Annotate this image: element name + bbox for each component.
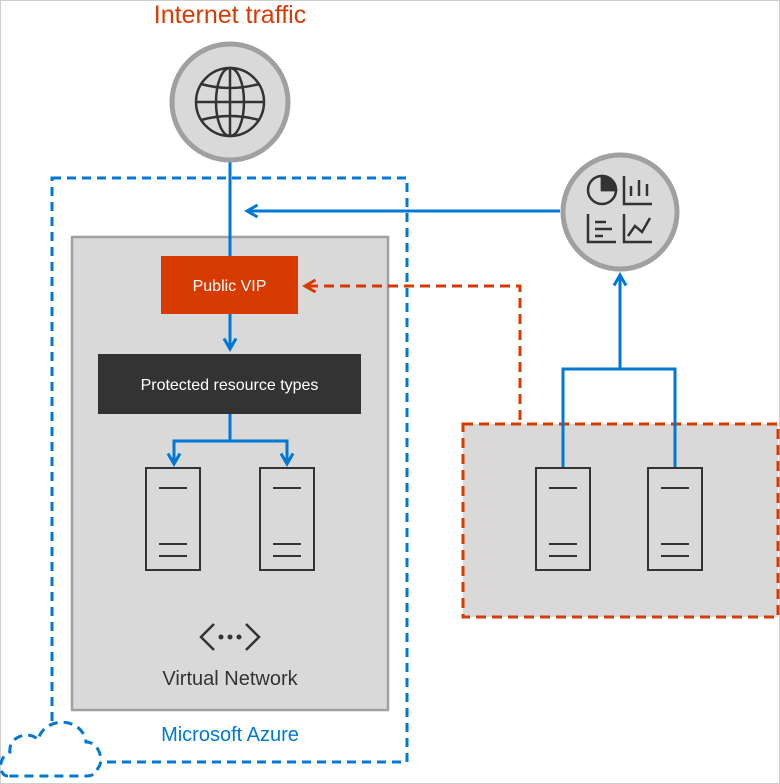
server-icon xyxy=(647,467,703,571)
protected-resources-box xyxy=(98,354,361,414)
protected-resources-label: Protected resource types xyxy=(141,377,319,394)
resources-to-server-right-arrow xyxy=(230,439,295,468)
virtual-network-label: Virtual Network xyxy=(162,668,298,690)
globe-icon xyxy=(194,66,266,138)
network-icon xyxy=(199,623,261,651)
globe-node xyxy=(169,41,291,163)
azure-boundary xyxy=(50,176,409,764)
public-vip-box xyxy=(161,256,298,314)
analytics-node xyxy=(560,152,680,272)
azure-label: Microsoft Azure xyxy=(161,724,299,746)
attack-traffic-arrow xyxy=(301,278,522,420)
analytics-icon xyxy=(586,174,652,244)
resources-to-server-left-arrow xyxy=(166,414,232,468)
internet-traffic-title: Internet traffic xyxy=(154,1,306,29)
public-vip-label: Public VIP xyxy=(193,278,267,295)
attacker-panel xyxy=(461,422,780,619)
server-icon xyxy=(259,467,315,571)
cloud-icon xyxy=(0,720,103,778)
server-icon xyxy=(145,467,201,571)
server-icon xyxy=(535,467,591,571)
